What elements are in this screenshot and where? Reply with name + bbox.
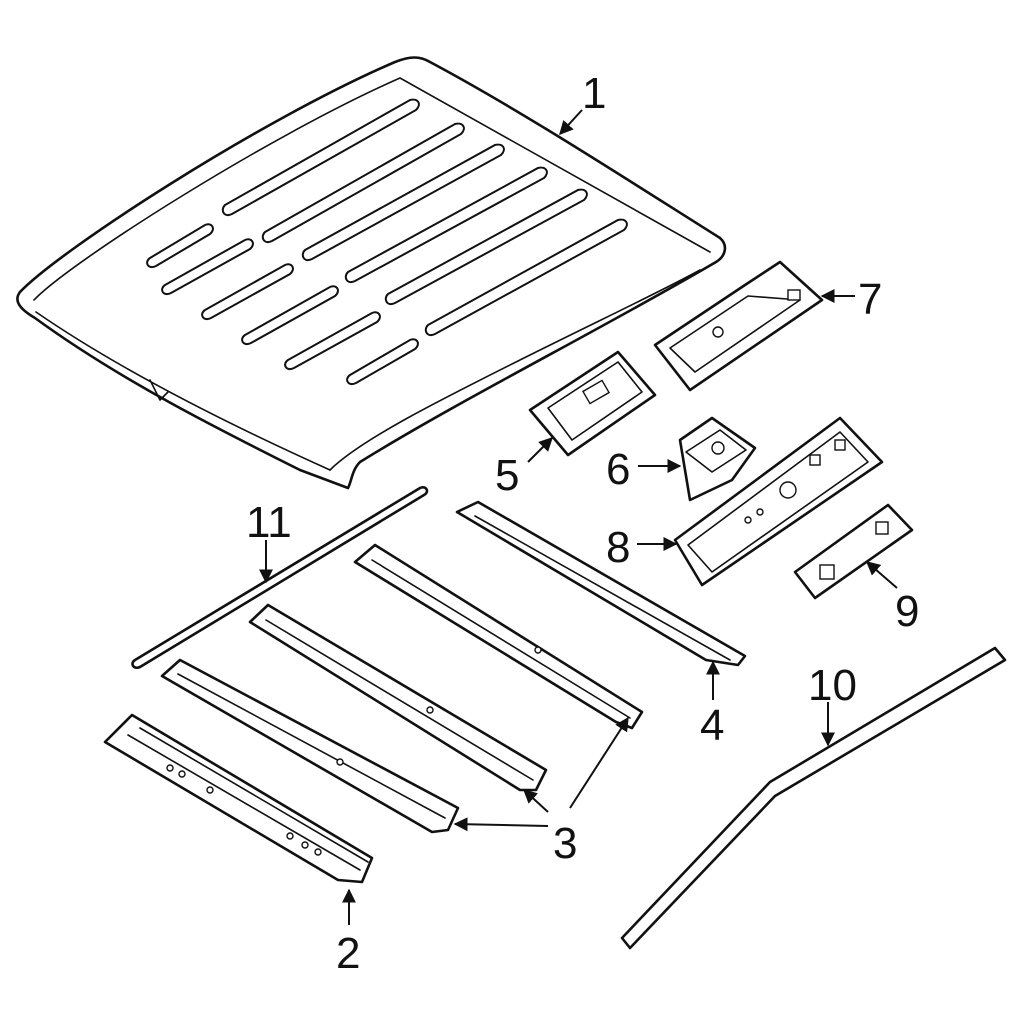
- callout-8: 8: [606, 523, 630, 572]
- callout-6: 6: [606, 445, 630, 494]
- leader-lines: [259, 109, 898, 925]
- rear-bow: [455, 500, 747, 667]
- roof-ribs: [146, 98, 628, 385]
- callout-3: 3: [553, 819, 577, 868]
- callout-2: 2: [336, 929, 360, 978]
- callout-11: 11: [246, 498, 292, 547]
- callout-10: 10: [808, 661, 857, 710]
- front-header: [103, 713, 374, 884]
- reinforcement-9: [793, 503, 914, 600]
- bracket-7: [653, 260, 824, 392]
- rear-header: [673, 416, 884, 587]
- roof-bows: [160, 543, 644, 834]
- drip-rail: [620, 646, 1007, 950]
- callout-1: 1: [582, 69, 606, 118]
- bracket-6: [678, 416, 757, 502]
- callout-4: 4: [700, 701, 724, 750]
- callout-5: 5: [495, 451, 519, 500]
- bracket-5: [528, 350, 657, 457]
- roof-panel: [16, 56, 727, 490]
- callout-7: 7: [858, 275, 882, 324]
- weatherstrip: [131, 486, 429, 669]
- callout-9: 9: [895, 587, 919, 636]
